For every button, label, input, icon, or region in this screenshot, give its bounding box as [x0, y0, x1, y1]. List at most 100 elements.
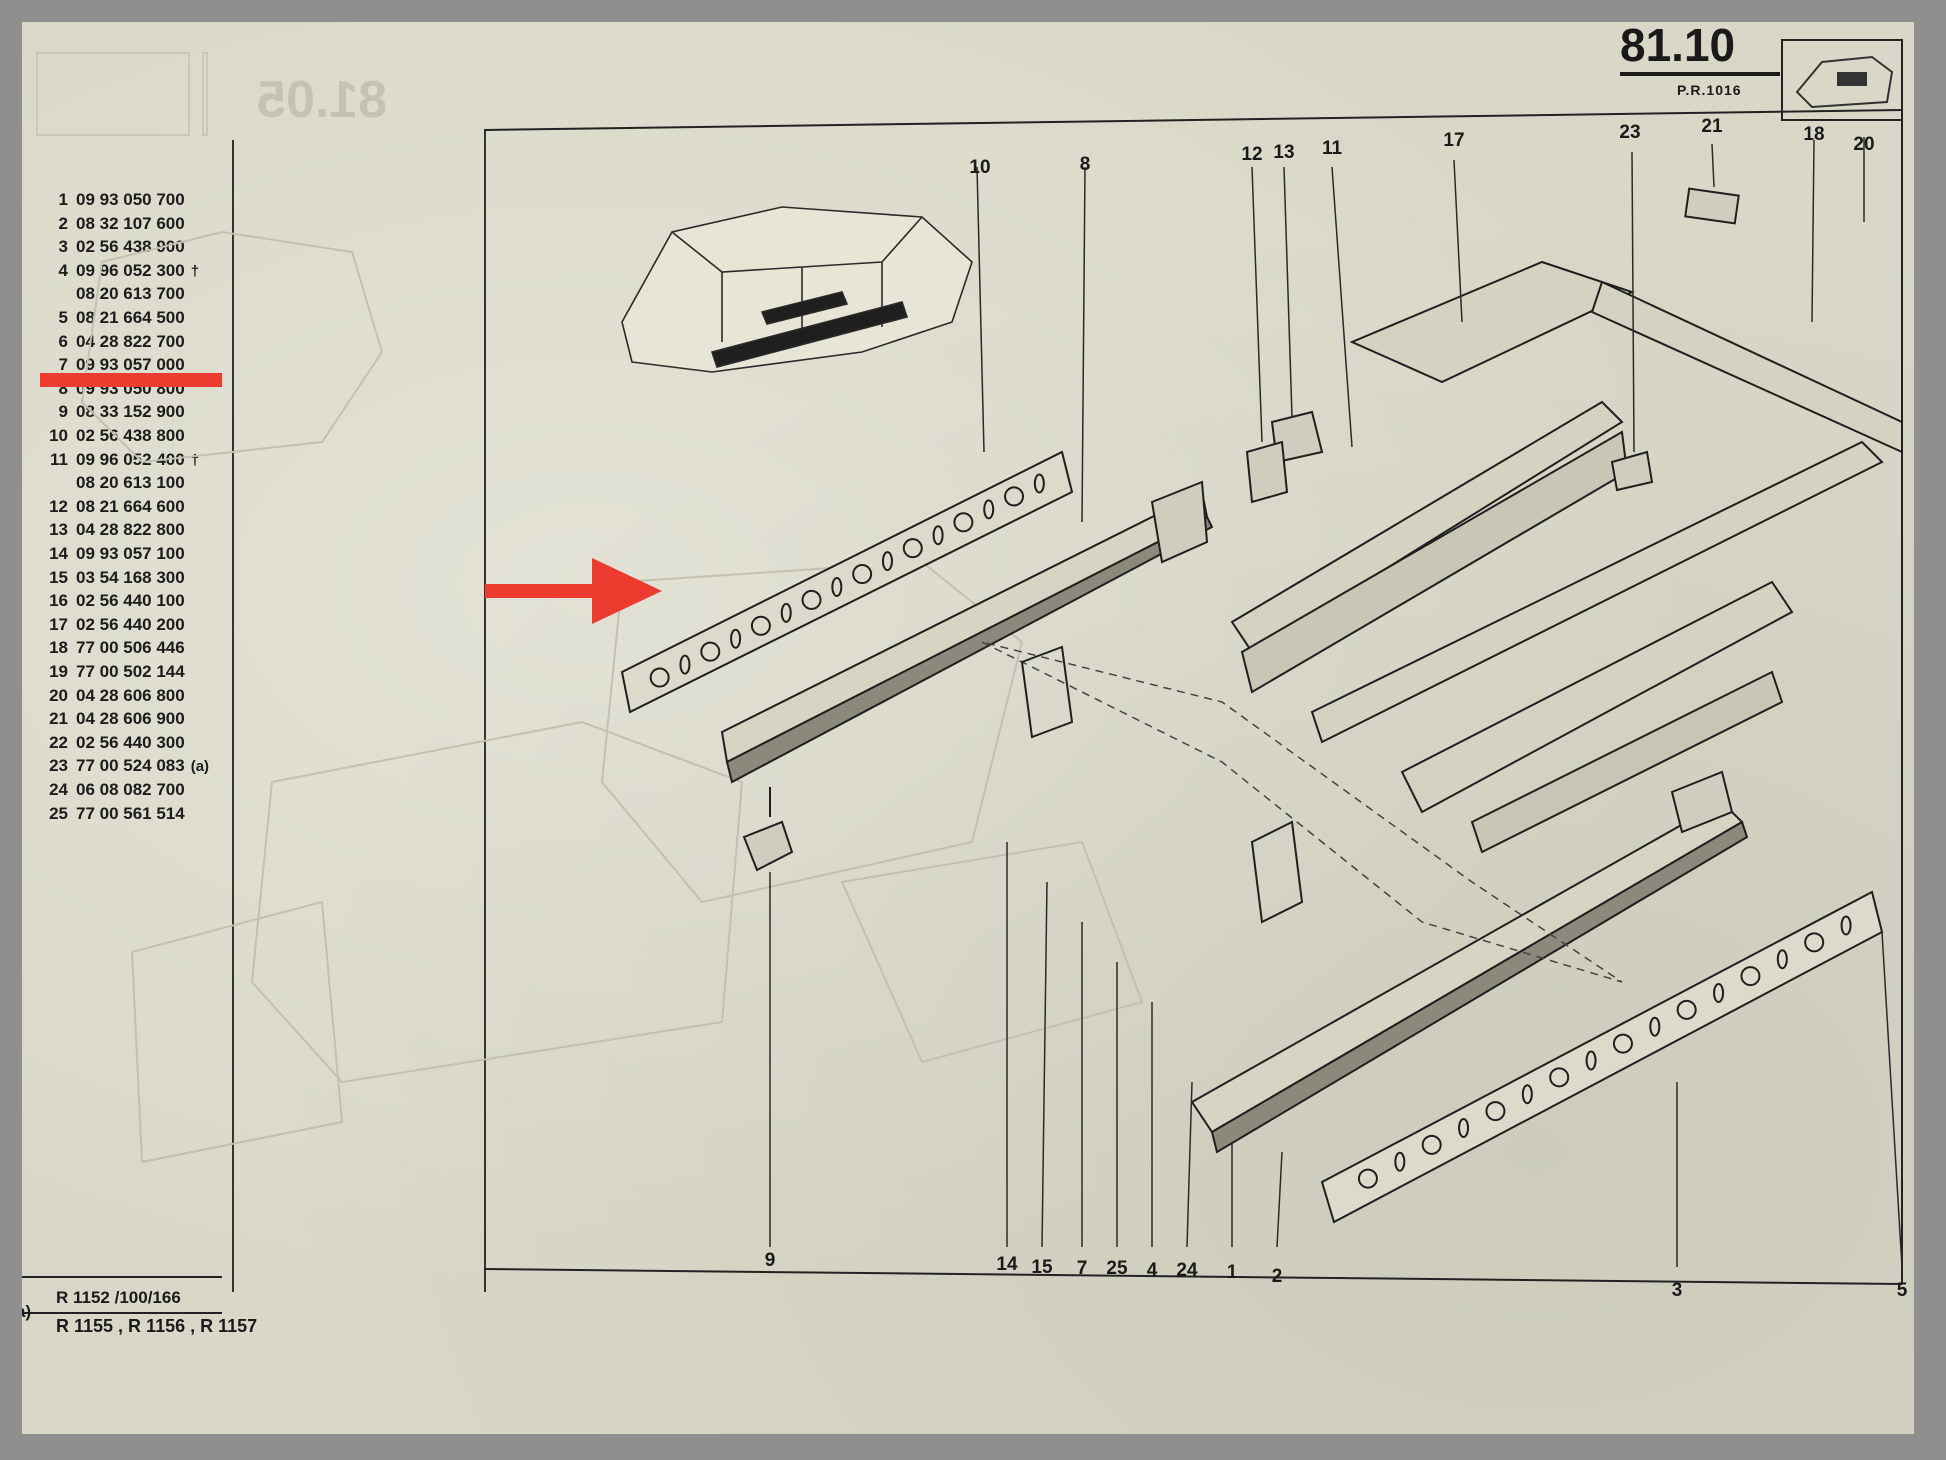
part-3-perforated-rail — [1320, 890, 1884, 1224]
part-number: 21 — [49, 709, 68, 729]
part-reference: 09 93 057 000 — [76, 355, 185, 375]
part-reference: 08 33 152 900 — [76, 402, 185, 422]
rail-hole — [649, 667, 670, 688]
callout-bottom-3: 3 — [1671, 1280, 1683, 1301]
part-number: 18 — [49, 638, 68, 658]
part-number: 16 — [49, 591, 68, 611]
parts-list-row: 6 04 28 822 700 — [36, 332, 185, 356]
rail-hole — [801, 589, 822, 610]
callout-top-17: 17 — [1443, 130, 1465, 151]
page-code: 81.10 — [1620, 22, 1736, 71]
leader-lines — [769, 137, 1903, 1268]
callout-top-11: 11 — [1321, 138, 1343, 159]
part-9-bracket — [742, 820, 794, 872]
part-reference: 77 00 506 446 — [76, 638, 185, 658]
parts-list-row: 3 02 56 438 900 — [36, 237, 185, 261]
rail-hole — [1840, 915, 1852, 936]
callout-bottom-25: 25 — [1106, 1258, 1128, 1279]
column-divider — [232, 140, 234, 1292]
part-number: 1 — [58, 190, 68, 209]
rail-hole — [1585, 1050, 1597, 1071]
part-reference: 08 20 613 100 — [76, 473, 185, 493]
parts-list-row: 08 20 613 700 — [36, 284, 185, 308]
part-number: 3 — [58, 237, 68, 257]
page-code-underline — [1620, 72, 1780, 76]
rail-hole — [1521, 1084, 1533, 1105]
ghost-car-drawing — [80, 230, 1144, 1164]
part-reference: 03 54 168 300 — [76, 567, 185, 587]
part-reference: 02 56 438 900 — [76, 237, 185, 257]
part-12-bracket — [1245, 440, 1289, 504]
rail-hole — [1033, 473, 1045, 494]
rail-hole — [1485, 1101, 1506, 1122]
rail-hole — [983, 499, 995, 520]
part-reference: 08 32 107 600 — [76, 213, 185, 233]
part-14-gusset — [1020, 645, 1074, 739]
diagram-frame-left — [484, 130, 486, 1292]
highlight-arrow — [485, 558, 662, 624]
rail-hole — [750, 615, 771, 636]
parts-list-row: 4 09 96 052 300 † — [36, 260, 200, 285]
callout-bottom-5: 5 — [1896, 1280, 1908, 1301]
callout-bottom-24: 24 — [1176, 1260, 1198, 1281]
corner-floor-icon — [1837, 72, 1867, 86]
rail-hole — [1804, 932, 1825, 953]
part-number: 17 — [49, 614, 68, 634]
page-reference: P.R.1016 — [1677, 82, 1742, 98]
rail-hole — [1713, 982, 1725, 1003]
rail-hole — [780, 602, 792, 623]
part-number: 14 — [49, 544, 68, 563]
part-note: † — [190, 451, 200, 469]
part-number: 19 — [49, 662, 68, 681]
diagram-frame-top — [483, 109, 1903, 131]
callout-bottom-4: 4 — [1146, 1260, 1158, 1281]
corner-car-icon — [1795, 55, 1894, 109]
model-line-2: R 1155 , R 1156 , R 1157 — [56, 1316, 258, 1336]
car-body-inset — [621, 206, 973, 373]
callout-top-8: 8 — [1079, 154, 1091, 175]
part-number: 4 — [58, 260, 68, 280]
part-reference: 08 21 664 500 — [76, 308, 185, 327]
parts-list-row: 08 20 613 100 — [36, 473, 185, 497]
part-number: 10 — [49, 426, 68, 445]
parts-list-row: 7 09 93 057 000 — [36, 355, 185, 379]
parts-list-row: 2 08 32 107 600 — [36, 214, 185, 238]
part-reference: 04 28 606 900 — [76, 709, 185, 729]
part-number: 7 — [58, 355, 68, 375]
callout-top-12: 12 — [1241, 144, 1263, 165]
rail-hole — [1676, 999, 1697, 1020]
rail-hole — [902, 538, 923, 559]
exploded-diagram — [40, 39, 1903, 1285]
part-note: † — [190, 262, 200, 280]
callout-top-20: 20 — [1853, 134, 1875, 155]
callout-top-10: 10 — [969, 157, 991, 178]
part-reference: 09 96 052 400 — [76, 449, 185, 469]
part-number: 2 — [58, 213, 68, 233]
callout-top-21: 21 — [1701, 116, 1723, 137]
part-number: 6 — [58, 331, 68, 351]
part-number: 22 — [49, 732, 68, 752]
part-24-gusset — [1250, 820, 1304, 924]
part-reference: 04 28 822 700 — [76, 331, 185, 351]
models-rule-top — [22, 1276, 222, 1278]
part-10-perforated-rail — [620, 450, 1074, 714]
part-reference: 04 28 606 800 — [76, 685, 185, 705]
part-reference: 02 56 440 100 — [76, 591, 185, 611]
part-reference: 09 93 050 700 — [76, 190, 185, 209]
part-reference: 06 08 082 700 — [76, 780, 185, 799]
corner-thumbnail-frame — [1781, 39, 1903, 121]
part-reference: 09 96 052 300 — [76, 260, 185, 280]
diagram-frame-bottom — [483, 1268, 1903, 1285]
rail-hole — [1357, 1168, 1378, 1189]
